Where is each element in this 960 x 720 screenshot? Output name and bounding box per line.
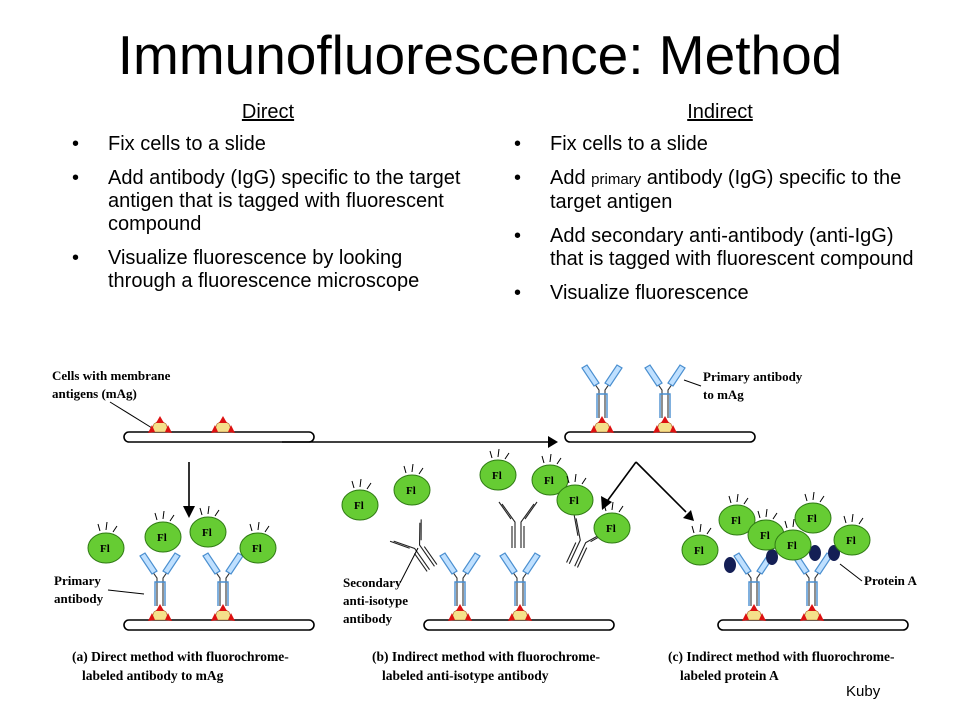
primary-label-line1: Primary <box>54 573 101 588</box>
caption-c-line2: labeled protein A <box>680 668 779 683</box>
direct-heading: Direct <box>241 101 295 123</box>
slide-title: Immunofluorescence: Method <box>117 24 843 86</box>
primary-top-label-line2: to mAg <box>703 387 744 402</box>
fluorochrome-icon <box>239 521 277 564</box>
fluorochrome-icon <box>189 505 227 548</box>
arrow-head-icon <box>683 510 694 521</box>
primary-antibody-icon <box>644 364 686 419</box>
indirect-step-text: Add <box>550 167 586 189</box>
antigen-icon <box>507 603 533 622</box>
indirect-steps: Fix cells to a slide Add primary antibod… <box>510 133 930 305</box>
protein-a-icon <box>766 549 778 565</box>
arrow-to-c <box>635 461 687 513</box>
cells-leader-line <box>109 401 153 429</box>
antigen-icon <box>652 415 678 434</box>
indirect-step-text: antibody (IgG) specific to the target an… <box>550 167 902 213</box>
fluorochrome-icon <box>593 501 631 544</box>
indirect-column: Indirect Fix cells to a slide Add primar… <box>510 101 930 316</box>
cells-label-line1: Cells with membrane <box>52 368 171 383</box>
arrow-to-b <box>607 461 637 501</box>
antigen-icon <box>210 415 236 434</box>
caption-c-line1: (c) Indirect method with fluorochrome- <box>668 649 894 664</box>
antigen-icon <box>741 603 767 622</box>
secondary-antibody-icon <box>389 518 449 580</box>
indirect-heading: Indirect <box>687 101 753 123</box>
direct-steps: Fix cells to a slide Add antibody (IgG) … <box>68 133 468 293</box>
indirect-step: Add primary antibody (IgG) specific to t… <box>510 167 930 214</box>
primary-antibody-icon <box>439 552 481 607</box>
protein-a-leader <box>839 563 863 582</box>
primary-top-label-line1: Primary antibody <box>703 369 803 384</box>
primary-antibody-icon <box>499 552 541 607</box>
indirect-step: Fix cells to a slide <box>510 133 930 156</box>
slide-top-right <box>564 431 756 443</box>
indirect-step: Visualize fluorescence <box>510 282 930 305</box>
primary-leader <box>107 589 145 595</box>
antigen-icon <box>799 603 825 622</box>
antigen-icon <box>447 603 473 622</box>
protein-a-label: Protein A <box>864 573 917 588</box>
fluorochrome-icon <box>833 513 871 556</box>
fluorochrome-icon <box>794 491 832 534</box>
indirect-step-primary-word: primary <box>591 171 642 188</box>
cells-label-line2: antigens (mAg) <box>52 386 137 401</box>
labeled-antibody-icon <box>202 552 244 607</box>
primary-top-leader <box>683 379 702 387</box>
direct-column: Direct Fix cells to a slide Add antibody… <box>68 101 468 304</box>
labeled-antibody-icon <box>139 552 181 607</box>
antigen-icon <box>147 415 173 434</box>
caption-b-line2: labeled anti-isotype antibody <box>382 668 549 683</box>
antigen-icon <box>210 603 236 622</box>
fluorochrome-icon <box>479 448 517 491</box>
secondary-leader <box>399 547 419 584</box>
direct-step: Visualize fluorescence by looking throug… <box>68 247 468 293</box>
credit-text: Kuby <box>846 683 881 700</box>
slide-c <box>717 619 909 631</box>
protein-a-icon <box>809 545 821 561</box>
slide-b <box>423 619 615 631</box>
secondary-antibody-icon <box>498 501 538 549</box>
primary-antibody-icon <box>581 364 623 419</box>
arrow-head-icon <box>548 436 558 448</box>
fluorochrome-icon <box>681 523 719 566</box>
fluorochrome-icon <box>87 521 125 564</box>
indirect-step: Add secondary anti-antibody (anti-IgG) t… <box>510 225 930 271</box>
slide-top-left <box>123 431 315 443</box>
direct-step: Fix cells to a slide <box>68 133 468 156</box>
arrow-head-icon <box>183 506 195 518</box>
direct-step: Add antibody (IgG) specific to the targe… <box>68 167 468 236</box>
antigen-icon <box>589 415 615 434</box>
primary-antibody-icon <box>791 552 833 607</box>
fluorochrome-icon <box>341 478 379 521</box>
antigen-icon <box>147 603 173 622</box>
caption-a-line2: labeled antibody to mAg <box>82 668 224 683</box>
protein-a-icon <box>724 557 736 573</box>
arrow-head-icon <box>601 496 612 510</box>
fluorochrome-icon <box>393 463 431 506</box>
secondary-label-line2: anti-isotype <box>343 593 408 608</box>
caption-a-line1: (a) Direct method with fluorochrome- <box>72 649 289 664</box>
secondary-label-line1: Secondary <box>343 575 402 590</box>
primary-label-line2: antibody <box>54 591 104 606</box>
secondary-label-line3: antibody <box>343 611 393 626</box>
fluorochrome-icon <box>144 510 182 553</box>
caption-b-line1: (b) Indirect method with fluorochrome- <box>372 649 600 664</box>
slide-a <box>123 619 315 631</box>
